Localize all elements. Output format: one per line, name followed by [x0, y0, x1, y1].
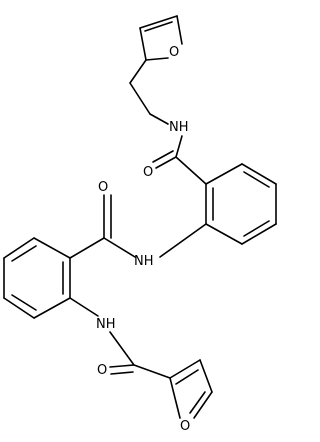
bond [129, 82, 151, 115]
bond-double-inner [175, 369, 199, 385]
bond [3, 237, 35, 259]
molecule-diagram: O NH O O NH NH O O [3, 15, 277, 434]
bond [159, 223, 207, 258]
bond [169, 359, 201, 379]
bond [69, 297, 99, 317]
bond [205, 223, 243, 245]
bond [169, 377, 181, 419]
bond-double [110, 371, 134, 375]
left-benzene-ring [3, 237, 71, 319]
atom-o-lower-carbonyl: O [97, 363, 107, 378]
bond [69, 237, 105, 259]
bond [133, 364, 171, 379]
bond [155, 156, 177, 169]
atom-nh-lower-amide: NH [96, 317, 116, 332]
atom-o-bottom-furan: O [180, 419, 190, 434]
bond [33, 237, 71, 259]
bond [176, 15, 183, 45]
bond [241, 163, 277, 185]
bond [109, 364, 135, 368]
bond [139, 27, 147, 61]
bottom-furan-ring [169, 359, 213, 419]
bond-double-inner [189, 391, 206, 414]
atom-o-upper-carbonyl: O [143, 165, 153, 180]
bond-double-inner [11, 294, 37, 311]
bond-double [152, 150, 174, 163]
bond [139, 15, 178, 29]
right-benzene-ring [205, 163, 277, 245]
bond [3, 297, 35, 319]
bond [109, 331, 135, 366]
atom-nh-middle-amide: NH [134, 254, 154, 269]
bond-double-inner [144, 21, 173, 32]
bond-double-inner [11, 245, 37, 262]
top-furan-ring [139, 15, 183, 61]
atom-o-top-furan: O [169, 45, 179, 60]
bond-double-inner [243, 220, 270, 237]
bond [145, 57, 169, 61]
bond [199, 359, 213, 393]
bond [149, 113, 169, 125]
bond [175, 135, 183, 158]
bond [103, 237, 136, 258]
bond [33, 297, 71, 319]
bond [205, 163, 243, 185]
atom-nh-upper-amide: NH [169, 120, 189, 135]
bond [129, 59, 147, 84]
bond-double-inner [243, 171, 270, 188]
bond [241, 223, 277, 245]
bond [175, 156, 207, 185]
structure-canvas: O NH O O NH NH O O [3, 15, 277, 434]
atom-o-middle-carbonyl: O [98, 180, 108, 195]
bond [193, 391, 213, 419]
